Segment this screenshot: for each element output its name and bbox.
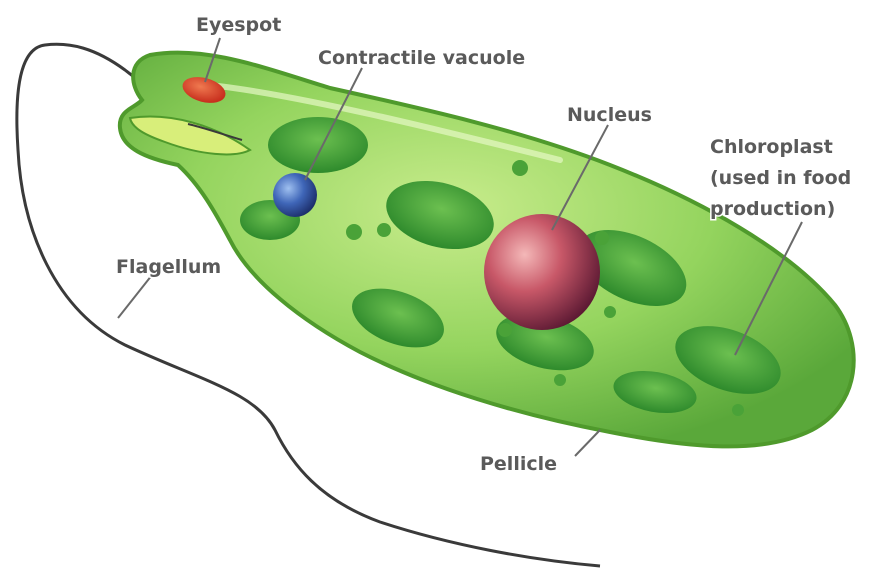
vesicle bbox=[604, 306, 616, 318]
label-chloroplast-line3: production) bbox=[710, 198, 835, 220]
label-contractile-vacuole: Contractile vacuole bbox=[318, 47, 525, 69]
label-chloroplast-line2: (used in food bbox=[710, 167, 851, 189]
vesicle bbox=[595, 231, 609, 245]
vesicle bbox=[498, 323, 512, 337]
contractile-vacuole bbox=[273, 173, 317, 217]
pellicle-leader bbox=[575, 430, 600, 456]
label-nucleus: Nucleus bbox=[567, 104, 652, 126]
flagellum-leader bbox=[118, 275, 152, 318]
vesicle bbox=[554, 374, 566, 386]
vesicle bbox=[732, 404, 744, 416]
chloroplast bbox=[268, 117, 368, 173]
vesicle bbox=[377, 223, 391, 237]
label-chloroplast: Chloroplast bbox=[710, 136, 833, 158]
vesicle bbox=[346, 224, 362, 240]
label-eyespot: Eyespot bbox=[196, 14, 281, 36]
vesicle bbox=[512, 160, 528, 176]
label-flagellum: Flagellum bbox=[116, 256, 221, 278]
label-pellicle: Pellicle bbox=[480, 453, 557, 475]
nucleus bbox=[484, 214, 600, 330]
